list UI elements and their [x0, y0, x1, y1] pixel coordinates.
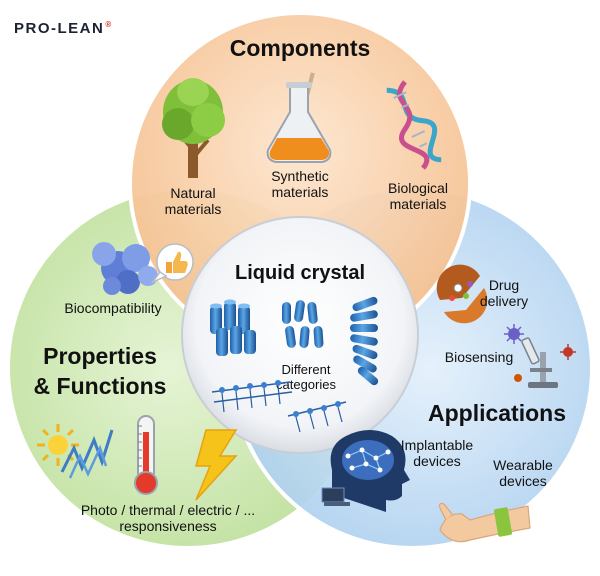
applications-title: Applications: [428, 400, 566, 426]
dna-icon: [386, 80, 442, 170]
biocompatibility-label: Biocompatibility: [64, 300, 161, 316]
lc-column-icon: [210, 299, 256, 356]
wearable-label-line1: Wearable: [493, 457, 553, 473]
tree-icon: [162, 78, 225, 178]
synthetic-label-line2: materials: [272, 184, 329, 200]
lightning-icon: [195, 429, 238, 501]
responsiveness-label-line1: Photo / thermal / electric / ...: [81, 502, 255, 518]
components-title: Components: [230, 35, 371, 61]
virus-icon: [504, 324, 576, 382]
center-circle: [181, 216, 419, 454]
center-title: Liquid crystal: [235, 262, 365, 284]
synthetic-label-line1: Synthetic: [271, 168, 329, 184]
wearable-label-line2: devices: [499, 473, 546, 489]
drug-label-line2: delivery: [480, 293, 528, 309]
microscope-icon: [521, 337, 558, 388]
lc-twisted-icon: [350, 296, 379, 386]
thumbs-up-icon: [150, 243, 194, 284]
sun-icon: [37, 424, 114, 479]
natural-label-line1: Natural: [170, 185, 215, 201]
brand-name: PRO-LEAN: [14, 20, 105, 37]
categories-label-line1: Different: [282, 362, 331, 377]
lc-bilayer-icon: [211, 380, 347, 433]
drug-label-line1: Drug: [489, 277, 519, 293]
properties-title-line1: Properties: [43, 343, 157, 369]
capsule-icon: [436, 264, 488, 324]
biological-label-line2: materials: [390, 196, 447, 212]
implantable-label-line1: Implantable: [401, 437, 474, 453]
brain-head-icon: [321, 430, 410, 512]
arm-band-icon: [438, 502, 531, 543]
brand-logo: PRO-LEAN®: [14, 20, 113, 37]
responsiveness-label-line2: responsiveness: [119, 518, 216, 534]
lc-nematic-icon: [282, 300, 324, 349]
implantable-label-line2: devices: [413, 453, 460, 469]
categories-label-line2: categories: [276, 377, 336, 392]
biological-label-line1: Biological: [388, 180, 448, 196]
flask-icon: [266, 72, 332, 163]
properties-title-line2: & Functions: [34, 373, 167, 399]
cell-cluster-icon: [92, 242, 158, 295]
natural-label-line2: materials: [165, 201, 222, 217]
biosensing-label: Biosensing: [445, 349, 514, 365]
registered-mark: ®: [105, 20, 113, 29]
thermometer-icon: [134, 415, 158, 495]
